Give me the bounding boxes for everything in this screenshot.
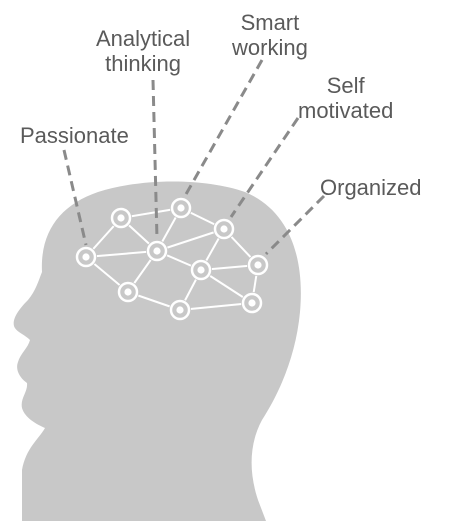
label-passionate: Passionate <box>20 123 129 148</box>
label-self-motivated: Self motivated <box>298 73 393 123</box>
network-edge-n1-n4 <box>85 250 158 258</box>
network-node-n6 <box>190 259 212 281</box>
label-organized-text: Organized <box>320 175 422 200</box>
label-self-line1: Self <box>326 73 365 98</box>
network-node-n2 <box>110 207 132 229</box>
network-node-n4 <box>146 240 168 262</box>
label-smart-line1: Smart <box>240 10 300 35</box>
network-node-n7 <box>247 254 269 276</box>
network-nodes <box>75 197 269 321</box>
network-node-n10 <box>241 292 263 314</box>
label-passionate-text: Passionate <box>20 123 129 148</box>
network-node-n1 <box>75 246 97 268</box>
leader-line-passionate <box>62 149 88 246</box>
network-node-n3 <box>170 197 192 219</box>
leader-lines <box>62 59 326 256</box>
leader-line-organized <box>264 194 326 256</box>
label-analytical-line1: Analytical <box>96 26 191 51</box>
network-node-n8 <box>117 281 139 303</box>
network-edge-n9-n10 <box>179 302 253 311</box>
network-edge-n4-n5 <box>156 228 225 252</box>
label-smart-line2: working <box>232 35 308 60</box>
network-node-n9 <box>169 299 191 321</box>
leader-line-smart-working <box>183 59 264 197</box>
label-smart-working: Smart working <box>232 10 308 60</box>
network-node-n5 <box>213 218 235 240</box>
leader-line-analytical-thinking <box>151 79 159 240</box>
leader-line-self-motivated <box>229 117 300 218</box>
label-organized: Organized <box>320 175 422 200</box>
label-self-line2: motivated <box>298 98 394 123</box>
label-analytical-line2: thinking <box>105 51 181 76</box>
label-analytical-thinking: Analytical thinking <box>96 26 190 76</box>
